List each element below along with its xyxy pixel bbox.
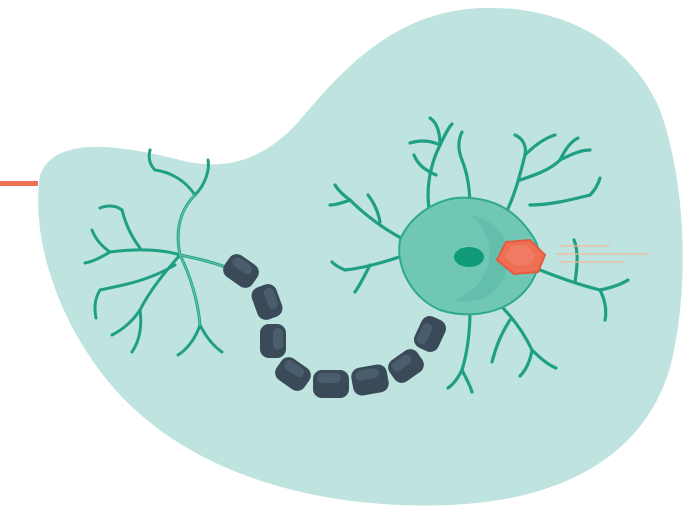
accent-line [0,181,38,186]
nucleus [454,247,484,267]
myelin-segment [313,370,349,398]
background-blob [38,8,683,506]
myelin-segment [260,324,286,358]
